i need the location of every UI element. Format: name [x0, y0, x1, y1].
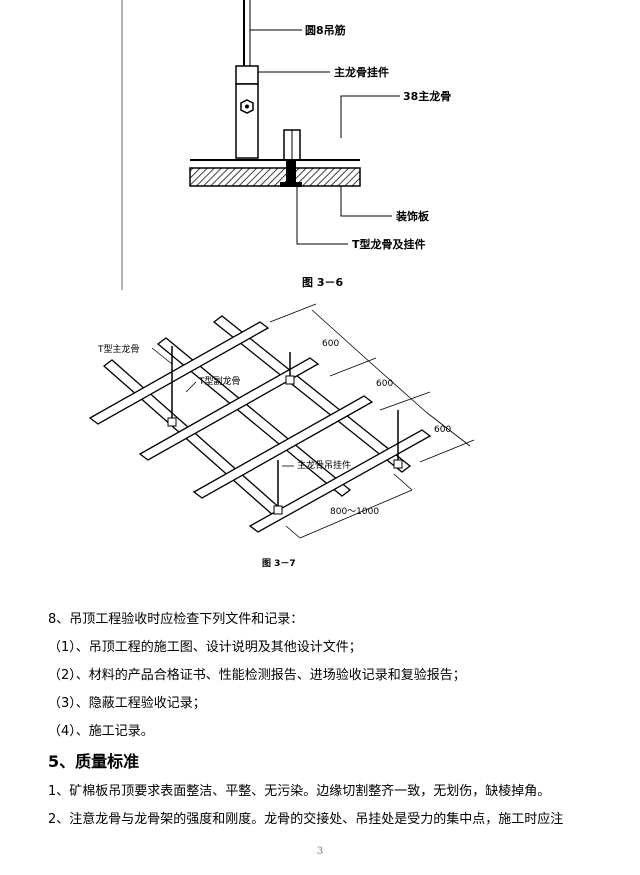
sub-item-4: （4）、施工记录。: [48, 724, 154, 739]
label-rod: 圆8吊筋: [305, 23, 346, 37]
dimension-800-1000: 800～1000: [330, 507, 379, 517]
grid-diagram: T型主龙骨 T型副龙骨 主龙骨吊挂件 600 600 600 800～1000 …: [88, 303, 475, 569]
sub-item-1: （1）、吊顶工程的施工图、设计说明及其他设计文件；: [48, 640, 362, 655]
label-main-hanger: 主龙骨挂件: [334, 65, 389, 79]
sub-item-3: （3）、隐蔽工程验收记录；: [48, 696, 206, 711]
document-body: 8、吊顶工程验收时应检查下列文件和记录： （1）、吊顶工程的施工图、设计说明及其…: [48, 606, 628, 834]
label-t-main-keel: T型主龙骨: [97, 343, 140, 355]
label-t-sub-keel: T型副龙骨: [198, 375, 241, 387]
label-main-hanger: 主龙骨吊挂件: [297, 459, 351, 471]
figure-caption-3-6: 图 3－6: [302, 276, 343, 289]
page-number: 3: [316, 846, 324, 857]
dimension-600-c: 600: [434, 425, 451, 435]
label-t-keel: T型龙骨及挂件: [352, 237, 426, 251]
figure-3-6: 圆8吊筋 主龙骨挂件 38主龙骨 装饰板 T型龙骨及挂件 图 3－6: [0, 0, 640, 300]
section-heading: 5、质量标准: [48, 752, 140, 771]
section-diagram: 圆8吊筋 主龙骨挂件 38主龙骨 装饰板 T型龙骨及挂件 图 3－6: [121, 0, 451, 290]
quality-item-2: 2、注意龙骨与龙骨架的强度和刚度。龙骨的交接处、吊挂处是受力的集中点，施工时应注: [48, 812, 564, 827]
figure-caption-3-7: 图 3－7: [262, 558, 296, 569]
dimension-600-a: 600: [322, 339, 339, 349]
item-8: 8、吊顶工程验收时应检查下列文件和记录：: [48, 612, 304, 627]
sub-item-2: （2）、材料的产品合格证书、性能检测报告、进场验收记录和复验报告；: [48, 668, 466, 683]
label-panel: 装饰板: [395, 209, 430, 223]
dimension-600-b: 600: [376, 379, 393, 389]
quality-item-1: 1、矿棉板吊顶要求表面整洁、平整、无污染。边缘切割整齐一致，无划伤，缺棱掉角。: [48, 784, 551, 799]
label-main-keel: 38主龙骨: [403, 89, 451, 103]
figure-3-7: T型主龙骨 T型副龙骨 主龙骨吊挂件 600 600 600 800～1000 …: [0, 300, 640, 580]
